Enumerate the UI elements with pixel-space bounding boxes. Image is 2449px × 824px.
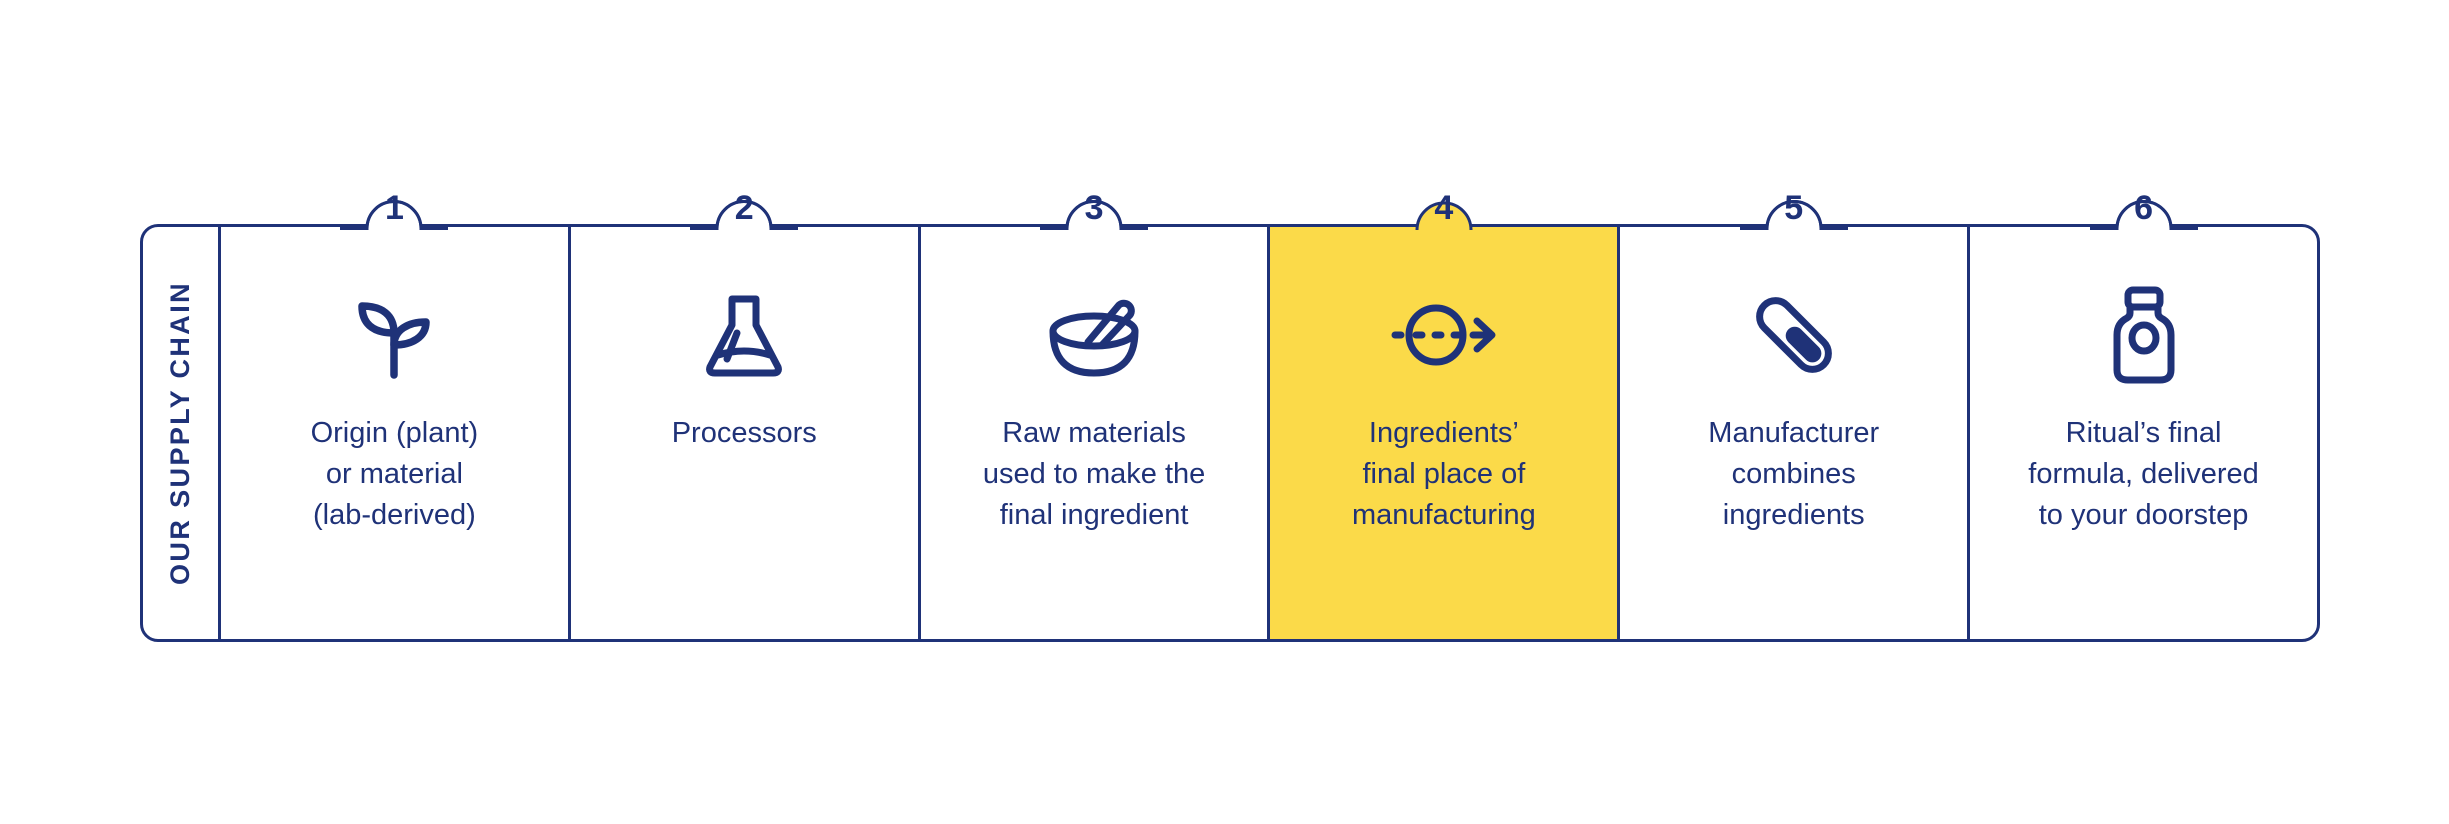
step-icon-slot-5 [1746,283,1842,387]
step-caption-6: Ritual’s final formula, delivered to you… [2028,417,2259,532]
step-icon-slot-1 [346,283,442,387]
step-icon-slot-6 [2102,283,2186,387]
capsule-icon [1755,297,1832,373]
step-number-4: 4 [1434,189,1454,227]
step-number-6: 6 [2134,189,2153,227]
step-icon-slot-4 [1389,283,1499,387]
supply-chain-step-3[interactable]: 3 Raw materials used to make the final i… [921,191,1271,639]
step-tab-shape-icon [2089,200,2198,230]
step-number-5: 5 [1784,189,1804,227]
sprout-icon [358,302,431,379]
mortar-and-pestle-icon [1049,299,1139,377]
step-caption-1: Origin (plant) or material (lab-derived) [310,417,479,532]
step-icon-slot-3 [1044,283,1144,387]
supply-chain-step-4[interactable]: 4 Ingredie [1270,191,1621,639]
step-number-1: 1 [384,189,404,227]
step-number-tab-2: 2 [690,173,799,230]
step-caption-5: Manufacturer combines ingredients [1708,417,1880,532]
supply-chain-steps: 1 Origin (plant) or material (lab-derive… [221,191,2317,639]
step-number-tab-1: 1 [340,173,449,230]
supply-chain-rail-label: OUR SUPPLY CHAIN [165,281,195,585]
step-icon-slot-2 [696,283,792,387]
supply-chain-rail: OUR SUPPLY CHAIN [143,227,221,639]
step-caption-2: Processors [671,417,817,449]
supply-chain-step-5[interactable]: 5 Manufacturer combines ingredients [1620,191,1971,639]
step-number-tab-5: 5 [1739,173,1848,230]
supply-chain-step-2[interactable]: 2 Processors [571,191,921,639]
step-tab-shape-icon [1739,200,1848,230]
supply-chain-frame: OUR SUPPLY CHAIN 1 [140,191,2320,642]
supply-chain-step-1[interactable]: 1 Origin (plant) or material (lab-derive… [221,191,571,639]
flask-icon [706,295,783,377]
step-caption-4: Ingredients’ final place of manufacturin… [1352,417,1536,532]
step-number-tab-6: 6 [2089,173,2198,230]
step-number-2: 2 [734,189,754,227]
step-tab-shape-icon [340,200,449,230]
supplement-bottle-icon [2113,286,2175,384]
step-number-3: 3 [1084,189,1104,227]
step-tab-shape-icon [1415,201,1473,230]
step-tab-shape-icon [690,200,799,230]
transit-arrow-icon [1391,304,1496,366]
supply-chain-step-6[interactable]: 6 Ritual’s final formula, delivered to y… [1970,191,2317,639]
step-caption-3: Raw materials used to make the final ing… [982,417,1206,532]
step-number-tab-3: 3 [1040,173,1149,230]
step-number-tab-4: 4 [1390,173,1498,230]
step-tab-shape-icon [1040,200,1149,230]
